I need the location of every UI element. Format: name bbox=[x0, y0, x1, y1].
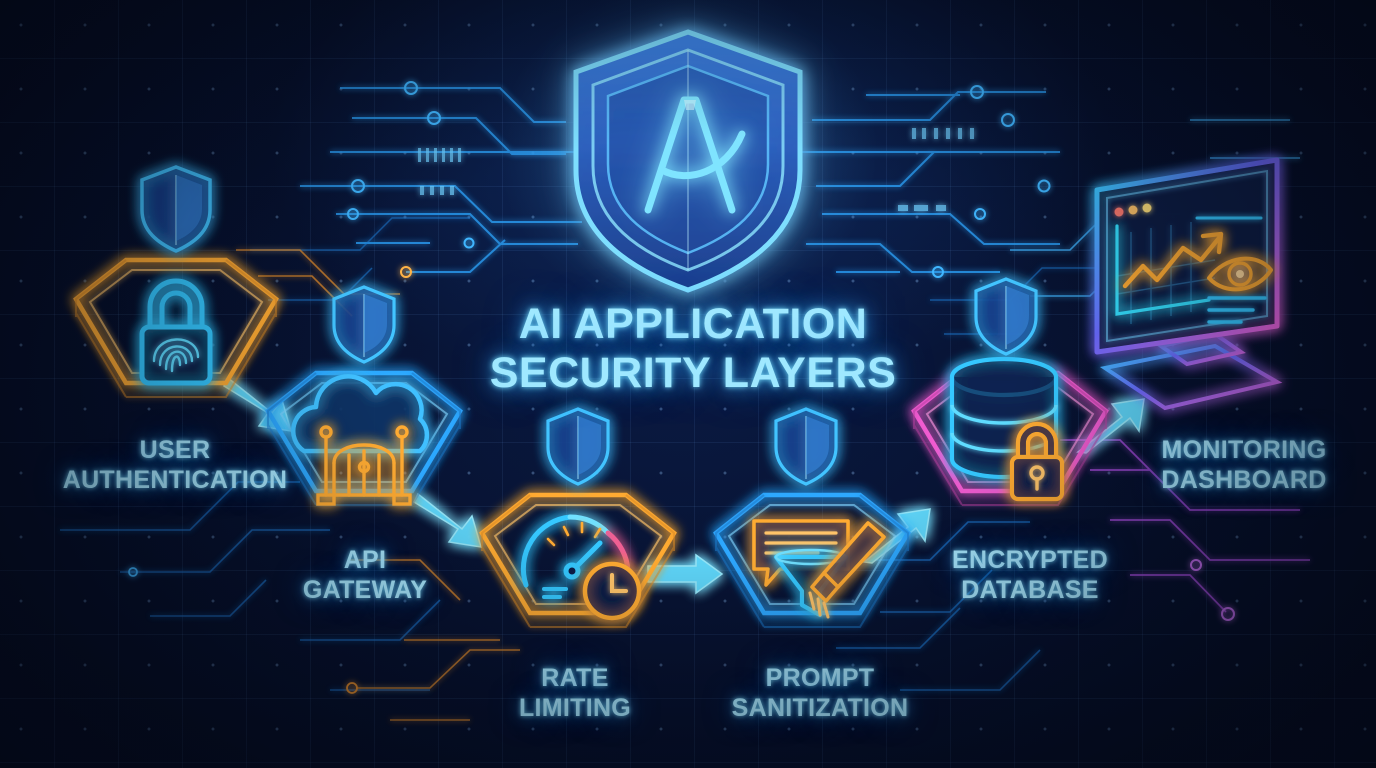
node-label-monitoring-dashboard: MONITORING DASHBOARD bbox=[1161, 436, 1327, 494]
page-title: AI APPLICATION SECURITY LAYERS bbox=[489, 300, 897, 397]
